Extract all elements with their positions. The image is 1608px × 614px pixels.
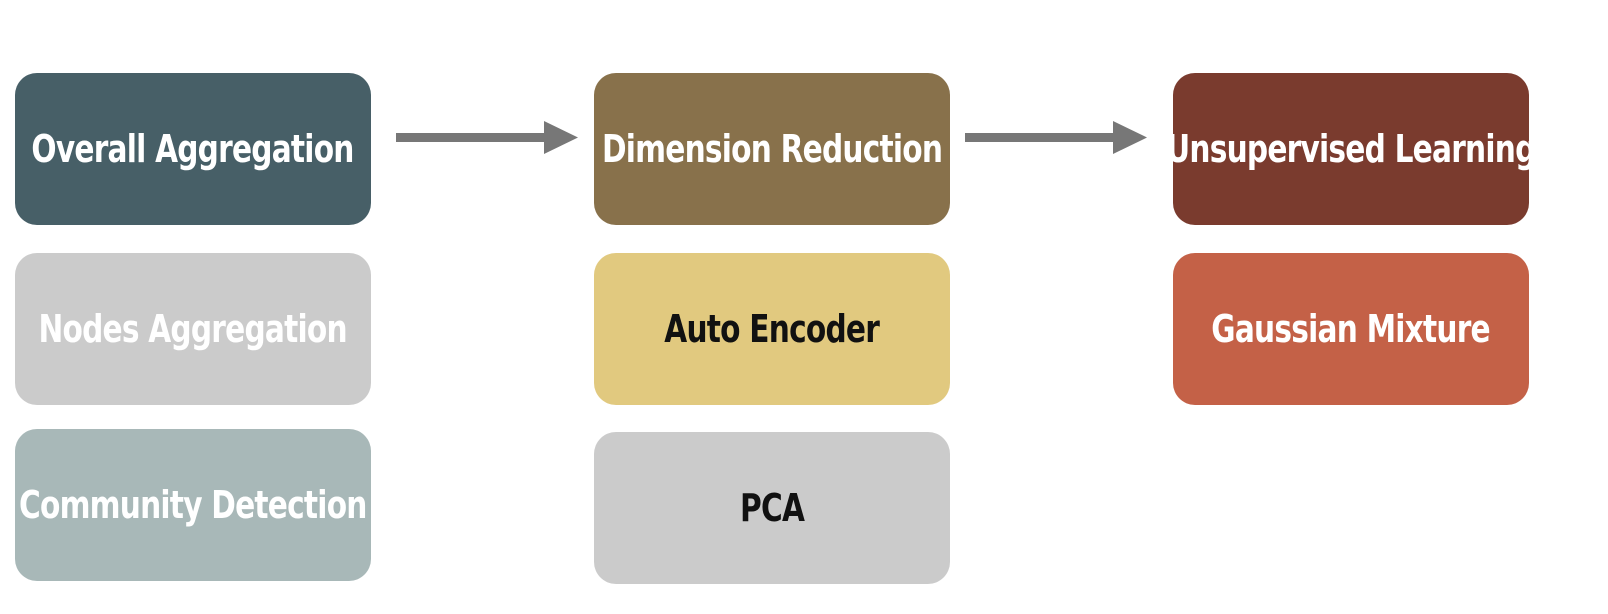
gaussian-mixture-box: Gaussian Mixture (1173, 253, 1529, 405)
community-detection-box: Community Detection (15, 429, 371, 581)
pca-label: PCA (739, 486, 805, 530)
auto-encoder-box: Auto Encoder (594, 253, 950, 405)
dimension-reduction-label: Dimension Reduction (601, 127, 943, 171)
flow-arrow-2-shaft (965, 133, 1115, 142)
overall-aggregation-box: Overall Aggregation (15, 73, 371, 225)
community-detection-label: Community Detection (19, 483, 367, 527)
unsupervised-learning-label: Unsupervised Learning (1166, 127, 1536, 171)
auto-encoder-label: Auto Encoder (664, 307, 881, 351)
nodes-aggregation-label: Nodes Aggregation (38, 307, 348, 351)
dimension-reduction-box: Dimension Reduction (594, 73, 950, 225)
flow-arrow-1-head (544, 121, 578, 154)
flow-arrow-1 (396, 121, 578, 154)
flow-arrow-2-head (1113, 121, 1147, 154)
flow-arrow-1-shaft (396, 133, 546, 142)
overall-aggregation-label: Overall Aggregation (31, 127, 355, 171)
pca-box: PCA (594, 432, 950, 584)
gaussian-mixture-label: Gaussian Mixture (1211, 307, 1491, 351)
flow-arrow-2 (965, 121, 1147, 154)
unsupervised-learning-box: Unsupervised Learning (1166, 73, 1536, 225)
nodes-aggregation-box: Nodes Aggregation (15, 253, 371, 405)
